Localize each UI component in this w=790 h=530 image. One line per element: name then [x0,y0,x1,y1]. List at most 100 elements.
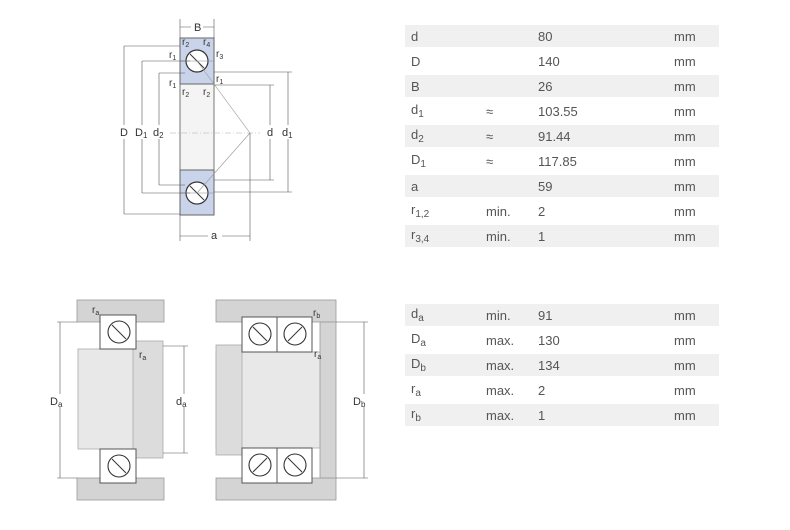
label-D: D [120,127,128,139]
symbol-cell: r3,4 [405,225,486,247]
value-cell: 26 [538,75,674,97]
bearing-cross-section-diagram: B r1 r2 r4 r3 r1 r1 r2 r2 D D1 d2 d d1 a [110,15,310,245]
symbol: r [411,406,416,421]
symbol: r [411,381,416,396]
bearing-drawing-svg: B r1 r2 r4 r3 r1 r1 r2 r2 D D1 d2 d d1 a [119,19,297,242]
label-rb: rb [313,308,320,320]
symbol-cell: r1,2 [405,200,486,222]
value-cell: 130 [538,329,674,351]
value-cell: 59 [538,175,674,197]
qualifier-cell [486,175,538,197]
value-cell: 2 [538,200,674,222]
qualifier-cell: ≈ [486,150,538,172]
symbol: r [411,227,416,242]
symbol-cell: da [405,304,486,326]
value-cell: 117.85 [538,150,674,172]
symbol-cell: ra [405,379,486,401]
value-cell: 1 [538,404,674,426]
value-cell: 80 [538,25,674,47]
unit-cell: mm [674,125,719,147]
symbol: d [411,102,419,117]
label-r1-right: r1 [216,74,223,86]
symbol-cell: Da [405,329,486,351]
value-cell: 2 [538,379,674,401]
abutment-diagram-single: Da da ra ra [45,297,195,507]
symbol: B [411,78,420,94]
symbol-cell: B [405,75,486,97]
label-da: da [176,396,187,409]
label-d1: d1 [282,127,293,140]
unit-cell: mm [674,75,719,97]
symbol: r [411,202,416,217]
symbol: a [411,178,419,194]
qualifier-cell: min. [486,200,538,222]
label-ra-top: ra [92,305,99,317]
unit-cell: mm [674,175,719,197]
value-cell: 103.55 [538,100,674,122]
symbol-cell: d1 [405,100,486,122]
qualifier-cell [486,25,538,47]
value-cell: 1 [538,225,674,247]
label-ra: ra [314,349,321,361]
symbol-cell: D1 [405,150,486,172]
label-r1-left: r1 [169,78,176,90]
unit-cell: mm [674,150,719,172]
unit-cell: mm [674,225,719,247]
symbol: d [411,28,419,44]
unit-cell: mm [674,200,719,222]
unit-cell: mm [674,329,719,351]
symbol-cell: d [405,25,486,47]
symbol-subscript: a [415,388,421,399]
symbol-cell: rb [405,404,486,426]
unit-cell: mm [674,25,719,47]
qualifier-cell: max. [486,404,538,426]
value-cell: 140 [538,50,674,72]
abutment-pair-svg: Db rb ra [215,299,374,501]
symbol-subscript: b [420,363,426,374]
symbol: D [411,152,421,167]
qualifier-cell [486,50,538,72]
symbol-subscript: 3,4 [415,234,430,245]
qualifier-cell: min. [486,304,538,326]
abutment-single-svg: Da da ra ra [49,299,193,501]
symbol-cell: D [405,50,486,72]
value-cell: 134 [538,354,674,376]
label-r3: r3 [216,49,223,61]
label-D1: D1 [135,127,148,140]
qualifier-cell: ≈ [486,125,538,147]
symbol-cell: a [405,175,486,197]
label-a: a [211,230,218,242]
abutment-diagram-pair: Db rb ra [210,297,380,507]
symbol-cell: d2 [405,125,486,147]
symbol: d [411,306,419,321]
symbol-subscript: 1 [420,159,426,170]
symbol-subscript: 1,2 [415,209,430,220]
label-r2-bottom-right: r2 [203,87,210,99]
qualifier-cell: max. [486,379,538,401]
label-Da: Da [50,396,63,409]
symbol: D [411,356,421,371]
label-r1-top: r1 [169,50,176,62]
qualifier-cell: min. [486,225,538,247]
symbol-subscript: b [415,413,421,424]
symbol: D [411,331,421,346]
unit-cell: mm [674,304,719,326]
symbol-subscript: a [418,313,424,324]
label-r2-top: r2 [182,37,189,49]
